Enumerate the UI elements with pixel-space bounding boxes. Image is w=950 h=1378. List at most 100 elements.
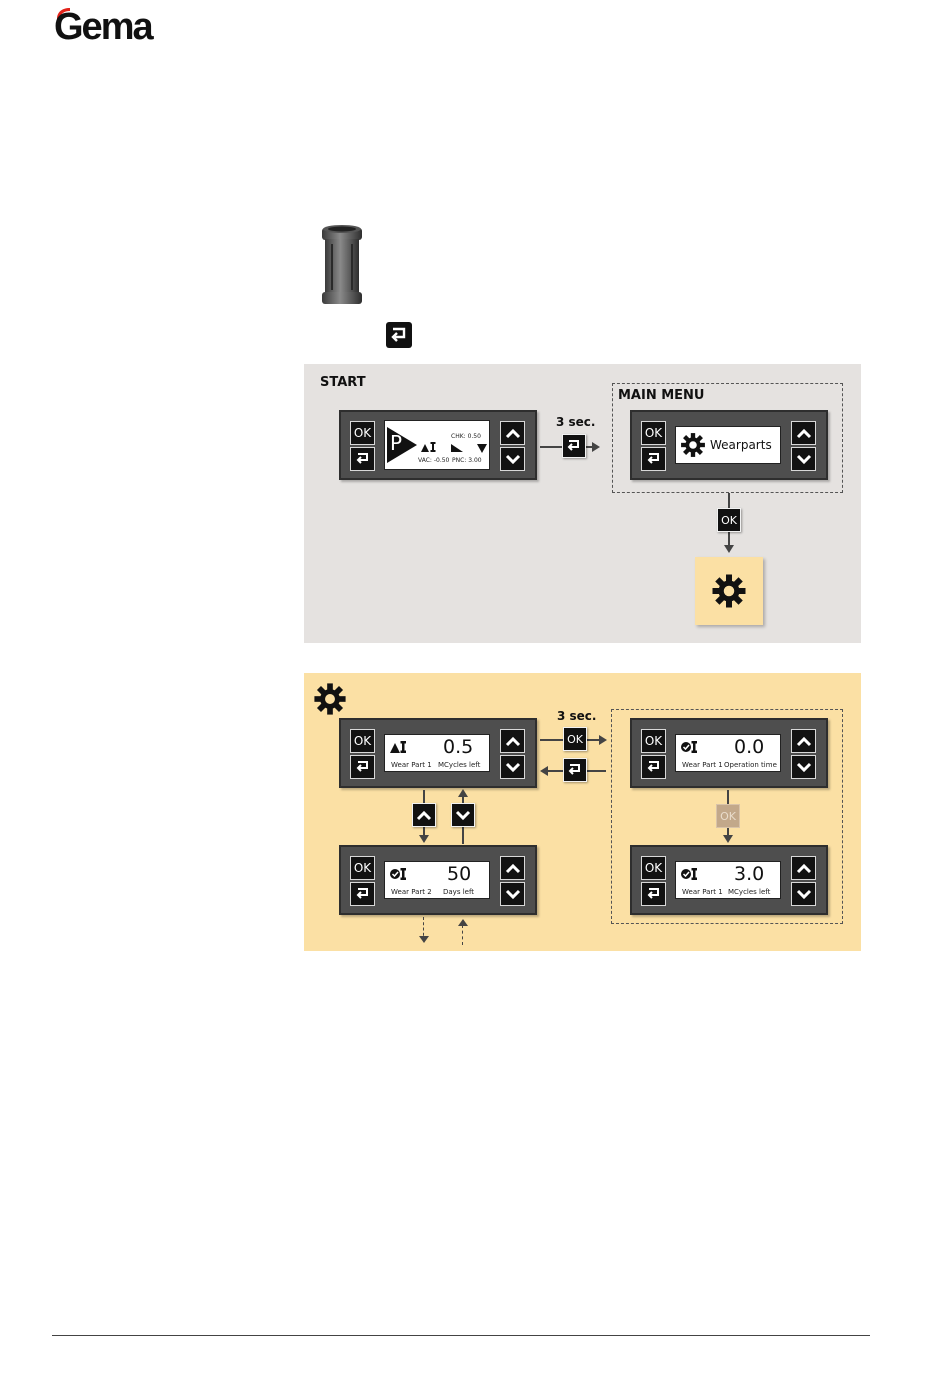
wear-value: 0.5	[443, 736, 473, 758]
device-ok-button[interactable]: OK	[641, 856, 666, 880]
wear-device-2: OK 0.0 Wear Part 1 Operation time	[630, 718, 828, 788]
arrow-head-icon	[723, 835, 733, 845]
device-down-button[interactable]	[500, 447, 525, 471]
pnc-value: PNC: 3.00	[452, 457, 482, 464]
start-device: OK P CHK: 0.50 VAC: -0.50 PNC: 3.00	[339, 410, 537, 480]
start-label: START	[320, 375, 366, 390]
down-key	[451, 803, 475, 827]
device-down-button[interactable]	[500, 882, 525, 906]
back-icon	[566, 761, 584, 779]
down-arrow-icon	[505, 888, 521, 900]
down-arrow-icon	[505, 453, 521, 465]
arrow-head-icon	[458, 919, 468, 927]
pressure-icons	[449, 442, 489, 454]
device-up-button[interactable]	[500, 856, 525, 880]
back-key	[563, 758, 587, 782]
warning-wrench-icon	[421, 441, 437, 453]
back-key	[562, 434, 586, 458]
wear-unit-label: Operation time	[724, 761, 777, 769]
wear-device-3: OK 50 Wear Part 2 Days left	[339, 845, 537, 915]
back-icon	[354, 758, 372, 776]
wear-part-label: Wear Part 1	[682, 888, 723, 896]
device-down-button[interactable]	[791, 882, 816, 906]
gema-logo: Gema	[52, 4, 172, 50]
wear-screen: 3.0 Wear Part 1 MCycles left	[675, 861, 781, 899]
device-ok-button[interactable]: OK	[350, 856, 375, 880]
back-icon	[645, 450, 663, 468]
device-back-button[interactable]	[350, 755, 375, 779]
device-back-button[interactable]	[641, 447, 666, 471]
back-icon	[354, 450, 372, 468]
device-up-button[interactable]	[791, 729, 816, 753]
device-up-button[interactable]	[500, 729, 525, 753]
up-arrow-icon	[416, 809, 432, 821]
wear-value: 50	[447, 863, 471, 885]
device-back-button[interactable]	[350, 882, 375, 906]
check-icon	[681, 867, 699, 881]
part-image	[318, 224, 366, 308]
up-arrow-icon	[505, 862, 521, 874]
gear-icon	[711, 573, 747, 609]
device-ok-button[interactable]: OK	[641, 729, 666, 753]
arrow-head-icon	[419, 835, 429, 845]
device-down-button[interactable]	[791, 755, 816, 779]
device-back-button[interactable]	[641, 882, 666, 906]
up-arrow-icon	[796, 427, 812, 439]
device-ok-button[interactable]: OK	[350, 421, 375, 445]
wear-screen: 0.0 Wear Part 1 Operation time	[675, 734, 781, 772]
arrow-head-icon	[540, 766, 550, 776]
ok-key: OK	[563, 727, 587, 751]
hold-3sec-label: 3 sec.	[556, 415, 595, 429]
back-icon	[354, 885, 372, 903]
arrow-head-icon	[458, 789, 468, 799]
wear-value: 0.0	[734, 736, 764, 758]
back-icon	[565, 437, 583, 455]
wear-unit-label: Days left	[443, 888, 474, 896]
main-menu-device: OK Wearparts	[630, 410, 828, 480]
down-arrow-icon	[796, 888, 812, 900]
device-ok-button[interactable]: OK	[641, 421, 666, 445]
wear-screen: 0.5 Wear Part 1 MCycles left	[384, 734, 490, 772]
wear-unit-label: MCycles left	[438, 761, 480, 769]
back-icon	[645, 885, 663, 903]
up-arrow-icon	[796, 735, 812, 747]
main-menu-label: MAIN MENU	[618, 388, 705, 403]
device-down-button[interactable]	[500, 755, 525, 779]
device-up-button[interactable]	[791, 856, 816, 880]
warning-icon	[390, 740, 408, 754]
check-icon	[681, 740, 699, 754]
back-icon	[645, 758, 663, 776]
device-up-button[interactable]	[791, 421, 816, 445]
hold-3sec-label: 3 sec.	[557, 709, 596, 723]
down-arrow-icon	[796, 453, 812, 465]
up-key	[412, 803, 436, 827]
program-letter: P	[390, 431, 402, 455]
back-icon	[386, 322, 412, 348]
wear-device-4: OK 3.0 Wear Part 1 MCycles left	[630, 845, 828, 915]
main-menu-screen: Wearparts	[675, 426, 781, 464]
start-screen: P CHK: 0.50 VAC: -0.50 PNC: 3.00	[384, 420, 490, 470]
wear-part-label: Wear Part 1	[682, 761, 723, 769]
arrow-head-icon	[592, 442, 602, 452]
check-icon	[390, 867, 408, 881]
wear-panel: OK 0.5 Wear Part 1 MCycles left OK	[304, 673, 861, 951]
logo-text: Gema	[54, 6, 152, 49]
wear-screen: 50 Wear Part 2 Days left	[384, 861, 490, 899]
ok-key-disabled: OK	[716, 804, 740, 828]
wear-unit-label: MCycles left	[728, 888, 770, 896]
arrow-head-icon	[419, 936, 429, 944]
device-back-button[interactable]	[641, 755, 666, 779]
down-arrow-icon	[505, 761, 521, 773]
vac-value: VAC: -0.50	[418, 457, 449, 464]
device-ok-button[interactable]: OK	[350, 729, 375, 753]
down-arrow-icon	[796, 761, 812, 773]
gear-icon	[680, 432, 706, 458]
device-down-button[interactable]	[791, 447, 816, 471]
device-back-button[interactable]	[350, 447, 375, 471]
ok-key: OK	[717, 508, 741, 532]
wearparts-tile	[695, 557, 763, 625]
down-arrow-icon	[455, 809, 471, 821]
device-up-button[interactable]	[500, 421, 525, 445]
chk-value: CHK: 0.50	[451, 433, 481, 440]
wearparts-text: Wearparts	[710, 438, 772, 452]
